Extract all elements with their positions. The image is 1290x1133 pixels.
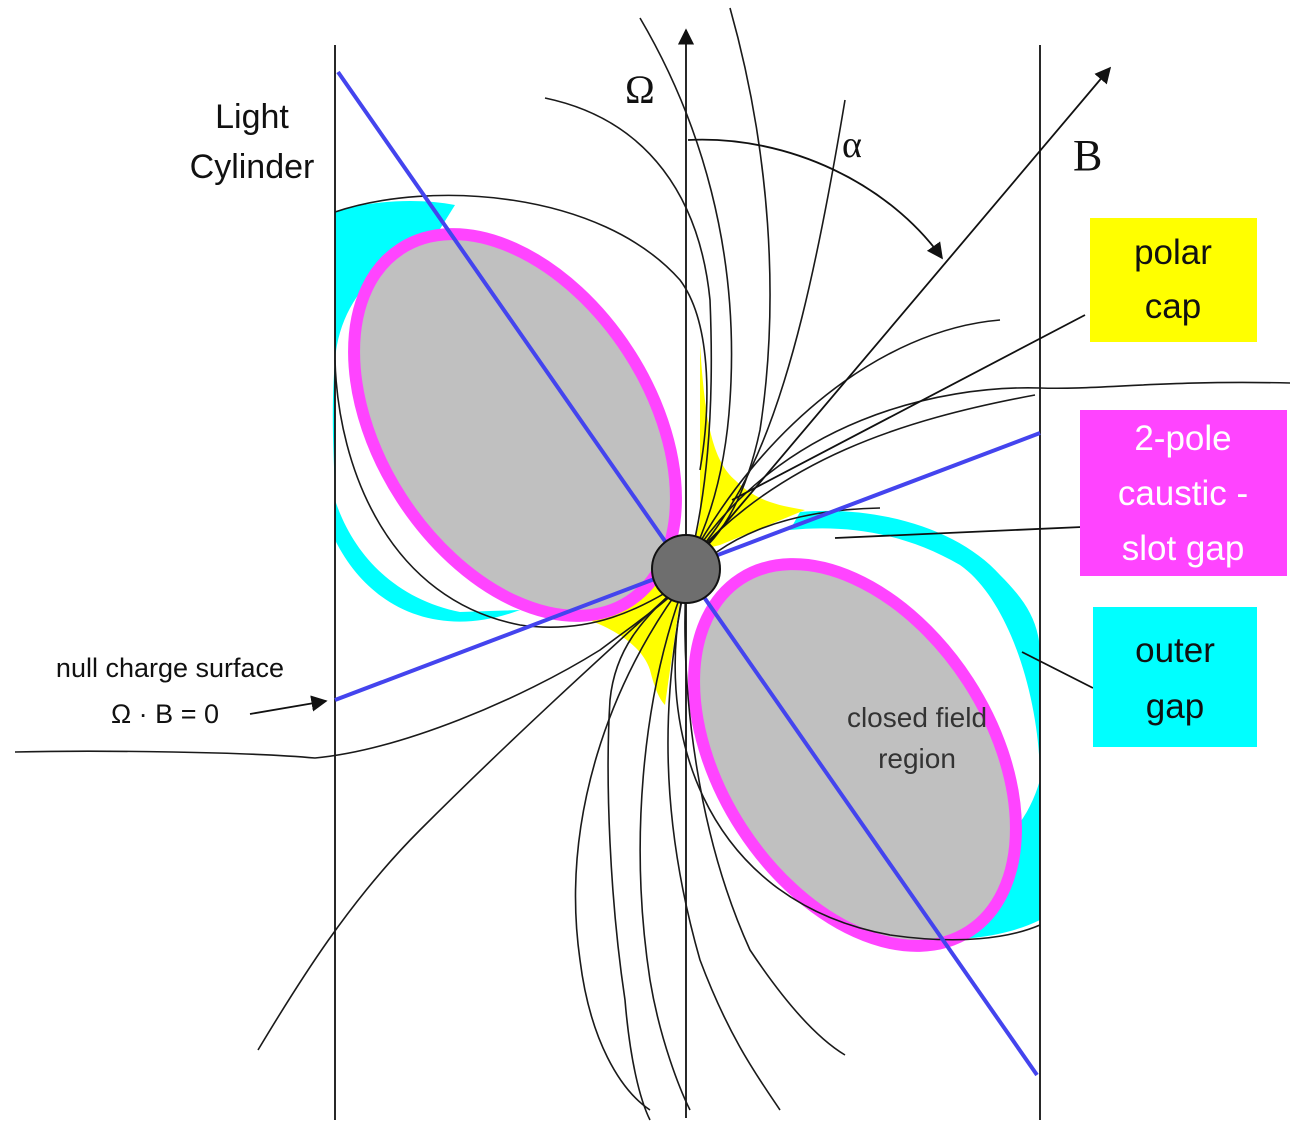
neutron-star xyxy=(651,534,721,604)
alpha-label: α xyxy=(842,124,862,166)
null-charge-label-line1: null charge surface xyxy=(56,653,284,683)
outer-gap-region-upper xyxy=(332,200,520,622)
b-label: B xyxy=(1073,131,1102,180)
field-lines xyxy=(14,7,1290,1121)
closed-field-region-upper xyxy=(354,234,676,616)
closed-field-region-lower xyxy=(694,564,1016,946)
polar-cap-label-box xyxy=(1090,218,1257,342)
caustic-label-box xyxy=(1080,410,1287,576)
outer-gap-region-lower xyxy=(790,510,1040,940)
caustic-boundary-lower xyxy=(688,558,1022,952)
outer-gap-leader xyxy=(1021,651,1094,689)
caustic-label-line1: 2-pole xyxy=(1134,419,1231,458)
light-cylinder-label-line1: Light xyxy=(215,98,289,136)
light-cylinder-label-line2: Cylinder xyxy=(190,148,315,186)
polar-cap-leader xyxy=(731,314,1086,501)
caustic-boundary-upper xyxy=(348,228,682,622)
polar-cap-label-line2: cap xyxy=(1145,287,1201,326)
closed-field-label-line2: region xyxy=(878,743,956,774)
outer-gap-label-line1: outer xyxy=(1135,631,1215,670)
alpha-arc-arrow xyxy=(687,138,943,260)
caustic-label-line2: caustic - xyxy=(1118,474,1248,513)
closed-field-label-line1: closed field xyxy=(847,702,987,733)
outer-gap-label-box xyxy=(1093,607,1257,747)
omega-label: Ω xyxy=(625,67,655,112)
outer-gap-label-line2: gap xyxy=(1146,687,1204,726)
caustic-leader xyxy=(834,526,1083,539)
polar-cap-label-line1: polar xyxy=(1134,233,1212,272)
caustic-label-line3: slot gap xyxy=(1122,529,1245,568)
null-charge-arrow xyxy=(249,695,328,715)
null-charge-label-line2: Ω · B = 0 xyxy=(111,699,219,729)
